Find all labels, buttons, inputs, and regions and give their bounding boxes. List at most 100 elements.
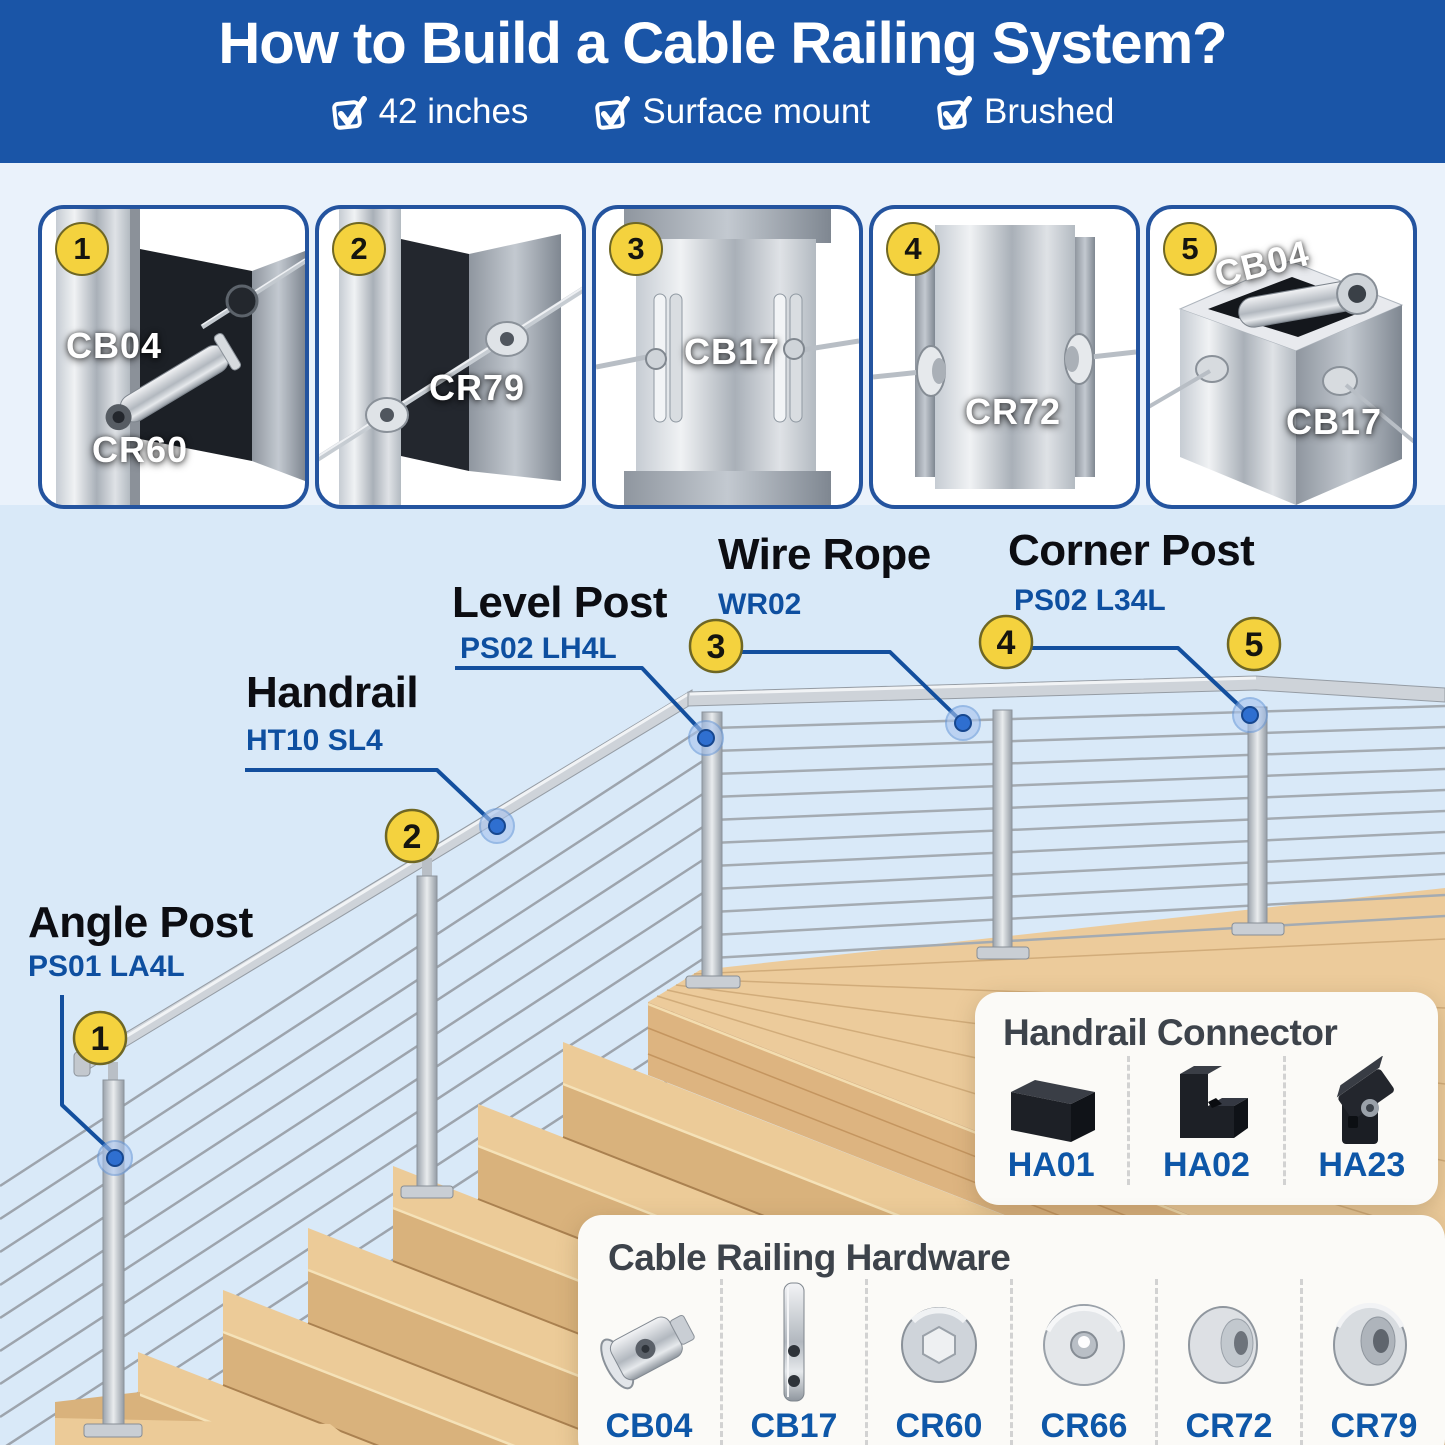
cb17-stud-icon — [783, 1282, 805, 1402]
ha01-connector-icon — [1011, 1080, 1096, 1142]
feature-brushed: Brushed — [936, 92, 1114, 132]
hardware-item-label: CR79 — [1330, 1407, 1418, 1445]
part-label: CR60 — [92, 429, 189, 470]
handrail-connector-card: Handrail Connector HA01 HA02 — [975, 992, 1438, 1205]
leader-lines — [60, 646, 1248, 1154]
callout-handrail-code: HT10 SL4 — [246, 724, 383, 757]
leader-handrail — [245, 768, 496, 826]
feature-label: Surface mount — [642, 92, 871, 131]
hardware-item-label: CR66 — [1040, 1407, 1128, 1445]
hardware-item-label: CR60 — [895, 1407, 983, 1445]
connector-item-ha23: HA23 — [1282, 1056, 1438, 1185]
mid-post — [992, 709, 1013, 951]
hardware-item-label: CB04 — [605, 1407, 693, 1445]
svg-text:2: 2 — [403, 818, 422, 856]
part-label: CB17 — [1286, 401, 1383, 442]
panel-4-photo — [873, 225, 1136, 489]
number-marker-4: 4 — [978, 614, 1034, 670]
step-panel-5: 5 CB04 CB17 — [1146, 205, 1417, 509]
handrail-rails — [73, 675, 1445, 1077]
feature-label: 42 inches — [378, 92, 529, 131]
callout-corner-post-code: PS02 L34L — [1014, 584, 1166, 617]
angle-post-2 — [416, 875, 438, 1191]
checkbox-icon — [937, 96, 973, 130]
leader-angle-post — [60, 995, 114, 1154]
connector-item-label: HA01 — [1007, 1146, 1095, 1184]
connector-item-ha02: HA02 — [1127, 1056, 1282, 1185]
step-panel-1: 1 CB04 CR60 — [38, 205, 309, 509]
checkbox-icon — [331, 96, 367, 130]
step-number-badge: 4 — [886, 222, 940, 276]
point-marker-4 — [945, 705, 981, 741]
deck-cables — [711, 704, 1445, 960]
callout-angle-post-code: PS01 LA4L — [28, 950, 185, 983]
panel-1-photo — [56, 209, 305, 505]
svg-text:4: 4 — [997, 624, 1016, 662]
point-marker-3 — [688, 720, 724, 756]
cr72-flange-icon — [1188, 1306, 1258, 1384]
svg-text:5: 5 — [1245, 626, 1264, 664]
connector-item-label: HA02 — [1163, 1146, 1250, 1184]
feature-surface-mount: Surface mount — [594, 92, 870, 132]
point-markers — [97, 697, 1268, 1176]
svg-text:3: 3 — [707, 628, 726, 666]
cable-hardware-card: Cable Railing Hardware CB04 — [578, 1215, 1445, 1445]
feature-42-inches: 42 inches — [331, 92, 529, 132]
leader-corner-post — [1015, 646, 1248, 714]
number-marker-5: 5 — [1226, 616, 1282, 672]
connector-item-label: HA23 — [1318, 1146, 1406, 1184]
step-panel-3: 3 CB17 — [592, 205, 863, 509]
page-title: How to Build a Cable Railing System? — [218, 11, 1227, 76]
part-label: CR79 — [429, 367, 526, 408]
hardware-item-label: CR72 — [1185, 1407, 1273, 1445]
step-panel-2: 2 CR79 — [315, 205, 586, 509]
cr60-spacer-icon — [901, 1307, 977, 1383]
feature-label: Brushed — [984, 92, 1115, 131]
feature-check-row: 42 inches Surface mount Brushed — [0, 92, 1445, 132]
step-number-badge: 2 — [332, 222, 386, 276]
number-marker-1: 1 — [72, 1010, 128, 1066]
ha02-connector-icon — [1180, 1066, 1249, 1138]
point-marker-1 — [97, 1140, 133, 1176]
callout-wire-rope-code: WR02 — [718, 588, 802, 621]
hardware-item-cb17: CB17 — [720, 1279, 865, 1445]
part-label: CB17 — [684, 331, 781, 372]
callout-level-post-name: Level Post — [452, 578, 668, 627]
corner-post — [1247, 706, 1268, 928]
callout-handrail-name: Handrail — [246, 668, 419, 717]
step-number-badge: 1 — [55, 222, 109, 276]
base-plate — [976, 946, 1030, 960]
hardware-item-label: CB17 — [750, 1407, 838, 1445]
base-plate — [83, 1423, 143, 1438]
part-label: CR72 — [965, 391, 1062, 432]
leader-wire-rope — [722, 650, 962, 722]
callout-angle-post-name: Angle Post — [28, 898, 253, 947]
leader-level-post — [455, 666, 706, 736]
step-number-badge: 3 — [609, 222, 663, 276]
angle-post-1 — [102, 1079, 125, 1433]
number-markers: 1 2 3 4 5 — [72, 614, 1282, 1066]
hardware-item-cr60: CR60 — [865, 1279, 1010, 1445]
point-marker-2 — [479, 808, 515, 844]
cr79-flange-icon — [1333, 1302, 1407, 1386]
railing-posts — [83, 706, 1285, 1438]
header-banner: How to Build a Cable Railing System? 42 … — [0, 0, 1445, 163]
hardware-item-cr66: CR66 — [1010, 1279, 1155, 1445]
base-plate — [1231, 922, 1285, 936]
panel-5-photo — [1150, 260, 1413, 505]
base-plate — [400, 1185, 454, 1199]
connector-item-ha01: HA01 — [975, 1056, 1127, 1185]
hardware-item-cr72: CR72 — [1155, 1279, 1300, 1445]
checkbox-icon — [595, 96, 631, 130]
base-plate — [685, 975, 741, 989]
cr66-washer-icon — [1043, 1304, 1125, 1386]
post-connector-nub — [422, 858, 432, 880]
callout-level-post-code: PS02 LH4L — [460, 632, 617, 665]
cb04-terminal-icon — [600, 1314, 695, 1390]
step-number-badge: 5 — [1163, 222, 1217, 276]
post-connector-nub — [108, 1062, 118, 1084]
hardware-item-cr79: CR79 — [1300, 1279, 1445, 1445]
svg-text:1: 1 — [91, 1020, 110, 1058]
callout-corner-post-name: Corner Post — [1008, 526, 1255, 575]
number-marker-2: 2 — [384, 808, 440, 864]
